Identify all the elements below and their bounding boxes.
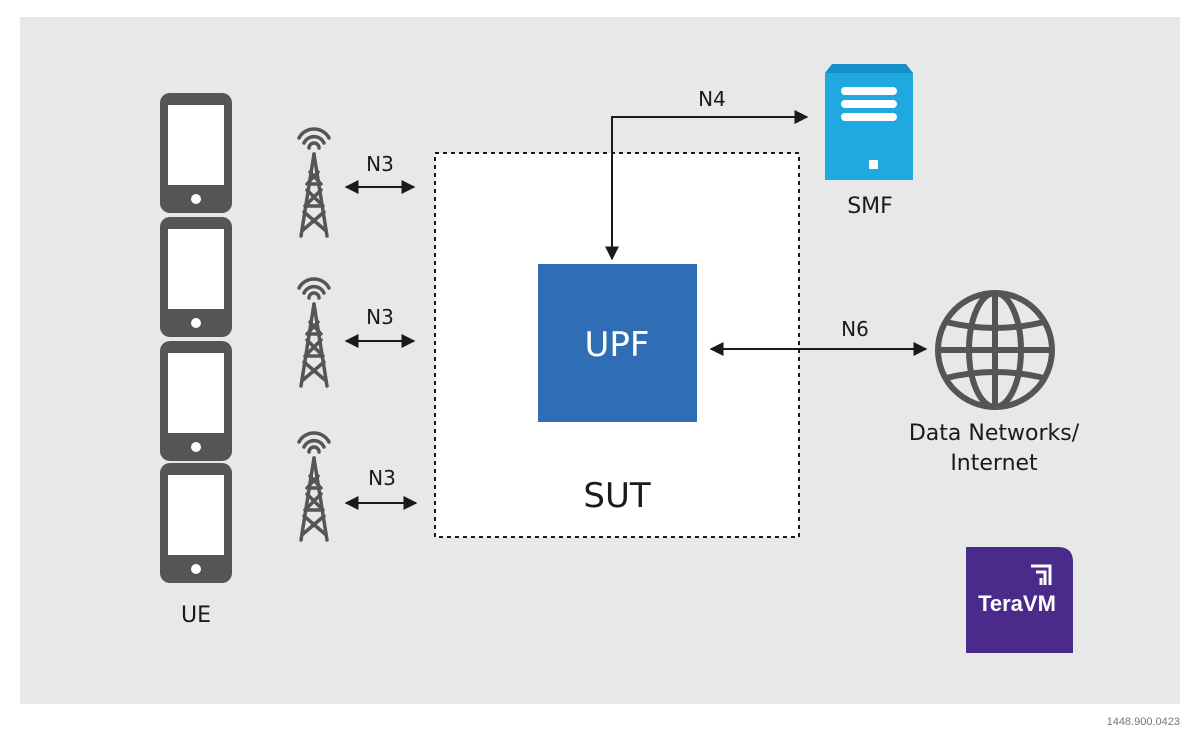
ue-label: UE [181,603,211,628]
n3-label: N3 [368,466,396,490]
cell-tower-icon [297,127,331,238]
n4-label: N4 [698,87,726,111]
cell-tower-icon [297,431,331,542]
server-icon [825,64,913,180]
n4-arrow [605,110,809,261]
smartphone-icon [160,217,232,337]
cell-tower-icon [297,277,331,388]
logo-text: TeraVM [978,591,1056,616]
document-code: 1448.900.0423 [1106,716,1180,728]
n6-label: N6 [841,317,869,341]
smartphone-icon [160,341,232,461]
data-networks-label: Data Networks/ [909,421,1080,446]
smartphone-icon [160,93,232,213]
n3-label: N3 [366,305,394,329]
upf-label: UPF [585,325,650,365]
n3-label: N3 [366,152,394,176]
globe-icon [935,290,1055,410]
upf-box [538,264,697,422]
internet-label: Internet [950,451,1038,476]
sut-label: SUT [583,476,650,516]
smartphone-icon [160,463,232,583]
smf-label: SMF [847,194,893,219]
teravm-logo: TeraVM [966,547,1073,653]
